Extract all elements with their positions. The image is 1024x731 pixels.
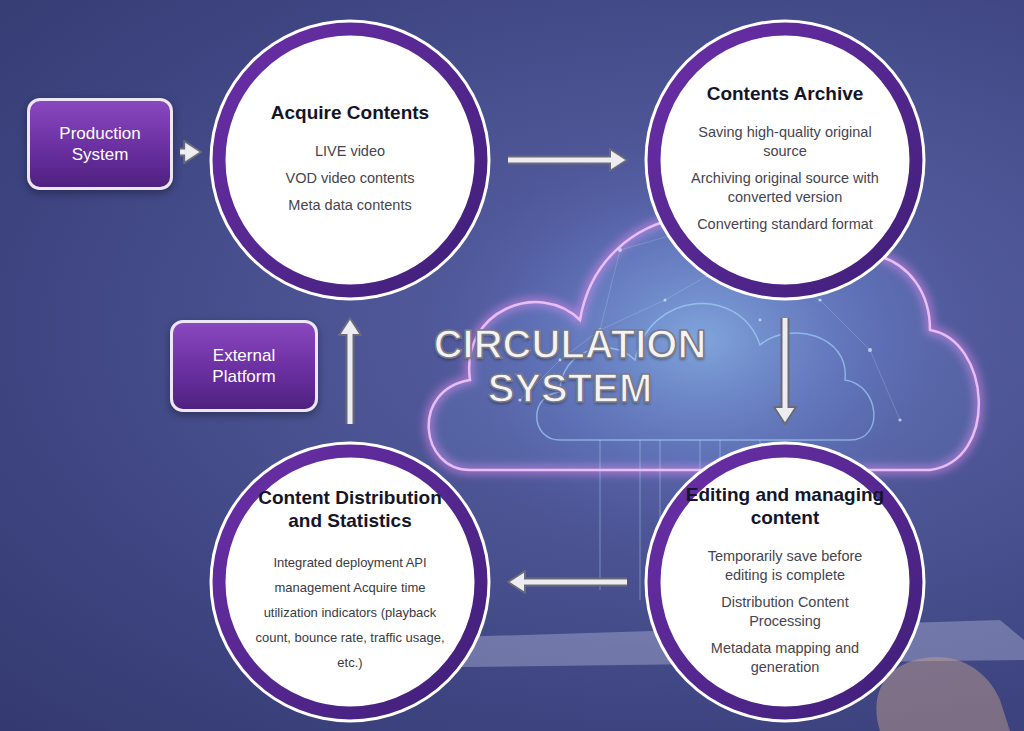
node-heading: Acquire Contents bbox=[271, 101, 429, 124]
hand bbox=[876, 657, 1010, 731]
flow-arrow bbox=[508, 571, 627, 593]
flow-arrow bbox=[180, 141, 201, 163]
node-heading: Contents Archive bbox=[707, 82, 864, 105]
arrow-outline bbox=[508, 156, 612, 165]
arrow-outline bbox=[346, 333, 355, 424]
arrow-head bbox=[184, 141, 201, 163]
arrow-outline bbox=[781, 318, 790, 409]
circle-rim bbox=[210, 442, 491, 723]
node-item: Meta data contents bbox=[288, 196, 411, 215]
diagram-title: CIRCULATION SYSTEM bbox=[395, 322, 745, 410]
circle-content: Editing and managing contentTemporarily … bbox=[685, 440, 885, 724]
flow-arrow bbox=[339, 318, 361, 424]
arrow-shaft bbox=[508, 158, 614, 163]
arrow-head bbox=[774, 407, 796, 424]
circle-content: Acquire ContentsLIVE videoVOD video cont… bbox=[250, 18, 450, 302]
circle-content: Content Distribution and StatisticsInteg… bbox=[250, 440, 450, 724]
process-circle: Contents ArchiveSaving high-quality orig… bbox=[643, 18, 927, 302]
system-box: Production System bbox=[27, 98, 173, 190]
process-circle: Content Distribution and StatisticsInteg… bbox=[208, 440, 492, 724]
node-heading: Content Distribution and Statistics bbox=[250, 486, 450, 532]
process-circle: Acquire ContentsLIVE videoVOD video cont… bbox=[208, 18, 492, 302]
circle-rim bbox=[210, 20, 491, 301]
node-heading: Editing and managing content bbox=[685, 483, 885, 529]
node-item: Archiving original source with converted… bbox=[685, 169, 885, 207]
arrow-shaft bbox=[521, 580, 627, 585]
circle-ring bbox=[219, 29, 481, 291]
arrow-shaft bbox=[348, 331, 353, 424]
node-item: Converting standard format bbox=[697, 215, 873, 234]
circle-outline bbox=[208, 18, 492, 302]
node-item: LIVE video bbox=[315, 142, 385, 161]
arrow-head bbox=[610, 149, 627, 171]
node-item: Temporarily save before editing is compl… bbox=[685, 547, 885, 585]
flow-arrow bbox=[508, 149, 627, 171]
node-item: Distribution Content Processing bbox=[685, 593, 885, 631]
circle-ring bbox=[654, 451, 916, 713]
arrow-shaft bbox=[180, 150, 188, 155]
node-item: Metadata mapping and generation bbox=[685, 639, 885, 677]
circle-rim bbox=[645, 20, 926, 301]
circle-ring bbox=[219, 451, 481, 713]
node-label: External Platform bbox=[173, 345, 315, 387]
circle-content: Contents ArchiveSaving high-quality orig… bbox=[685, 18, 885, 302]
node-item: VOD video contents bbox=[286, 169, 415, 188]
circle-ring bbox=[654, 29, 916, 291]
flow-arrow bbox=[774, 318, 796, 424]
circle-outline bbox=[643, 18, 927, 302]
node-item: Integrated deployment API management Acq… bbox=[250, 550, 450, 675]
arrow-head bbox=[508, 571, 525, 593]
node-item: Saving high-quality original source bbox=[685, 123, 885, 161]
arrow-outline bbox=[523, 578, 627, 587]
system-box: External Platform bbox=[170, 320, 318, 412]
arrow-outline bbox=[180, 148, 186, 157]
circle-rim bbox=[645, 442, 926, 723]
node-label: Production System bbox=[30, 123, 170, 165]
arrow-shaft bbox=[783, 318, 788, 411]
arrow-head bbox=[339, 318, 361, 335]
process-circle: Editing and managing contentTemporarily … bbox=[643, 440, 927, 724]
